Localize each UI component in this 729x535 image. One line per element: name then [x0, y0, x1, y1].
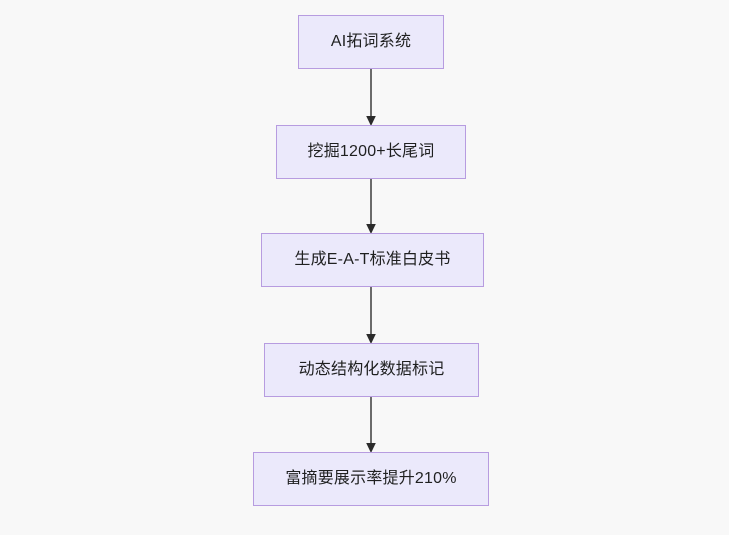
edge-n2-n3 — [358, 177, 384, 237]
flow-node-label: 挖掘1200+长尾词 — [307, 143, 435, 160]
flow-node-structured-data-markup[interactable]: 动态结构化数据标记 — [264, 343, 479, 397]
edge-n1-n2 — [358, 67, 384, 129]
edge-n3-n4 — [358, 285, 384, 347]
flow-node-rich-snippet-result[interactable]: 富摘要展示率提升210% — [253, 452, 489, 506]
flow-node-label: 动态结构化数据标记 — [298, 361, 445, 378]
flow-node-label: AI拓词系统 — [330, 33, 412, 50]
flow-node-label: 生成E-A-T标准白皮书 — [294, 251, 451, 268]
flow-node-longtail-keywords[interactable]: 挖掘1200+长尾词 — [276, 125, 466, 179]
flow-node-eat-whitepaper[interactable]: 生成E-A-T标准白皮书 — [261, 233, 484, 287]
flow-node-label: 富摘要展示率提升210% — [285, 470, 457, 487]
flow-node-ai-keyword-system[interactable]: AI拓词系统 — [298, 15, 444, 69]
edge-n4-n5 — [358, 395, 384, 456]
